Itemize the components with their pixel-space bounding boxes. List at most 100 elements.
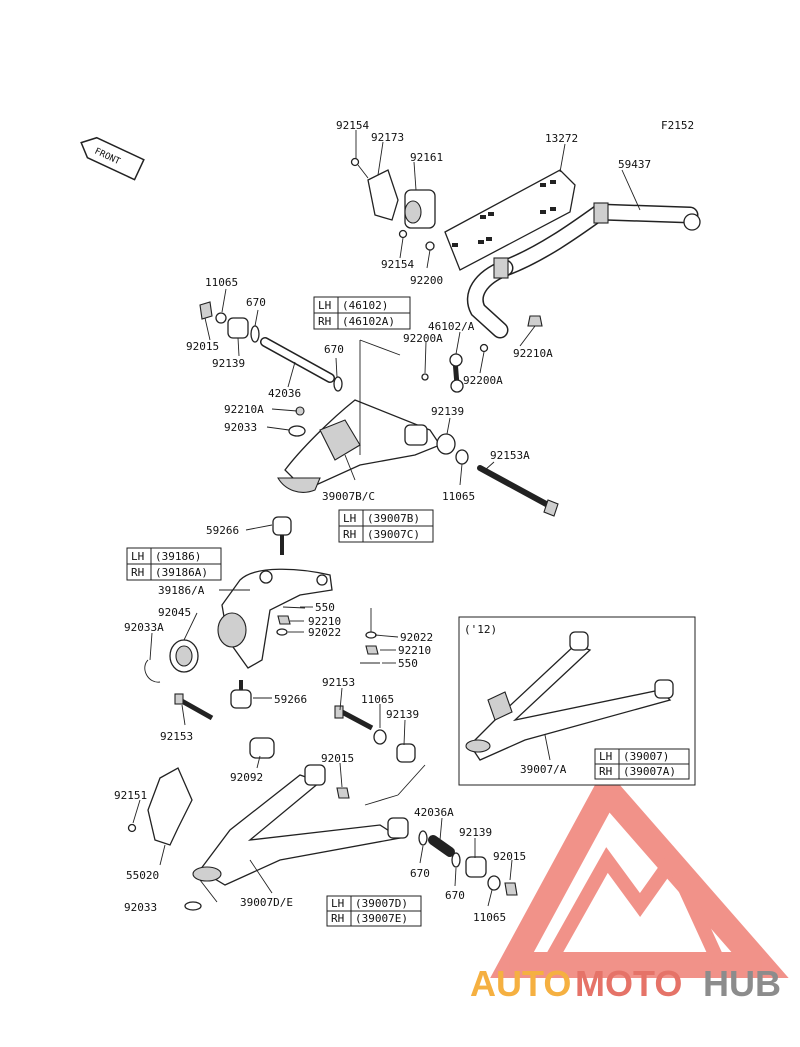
callout-92210-left: 92210 xyxy=(308,615,341,628)
callout-670-lower-right: 670 xyxy=(445,889,465,902)
callout-92200: 92200 xyxy=(410,274,443,287)
leader-lines xyxy=(132,130,641,907)
lh-rh-table-39007d: LH (39007D) RH (39007E) xyxy=(326,895,422,927)
callout-92022-left: 92022 xyxy=(308,626,341,639)
callout-11065-mid: 11065 xyxy=(361,693,394,706)
callout-11065-upper: 11065 xyxy=(442,490,475,503)
watermark-hub: HUB xyxy=(703,963,781,1004)
inset-a-arm xyxy=(465,631,674,761)
callout-39007bc: 39007B/C xyxy=(322,490,375,503)
callout-92200a-left: 92200A xyxy=(403,332,443,345)
callout-59437: 59437 xyxy=(618,158,651,171)
callout-59266-lower: 59266 xyxy=(274,693,307,706)
callout-92015-top: 92015 xyxy=(186,340,219,353)
callout-92153a: 92153A xyxy=(490,449,530,462)
callout-92173: 92173 xyxy=(371,131,404,144)
callout-46102a: 46102/A xyxy=(428,320,475,333)
callout-92033: 92033 xyxy=(224,421,257,434)
table-39186-lh-part: (39186) xyxy=(155,550,201,563)
guard-plate xyxy=(127,767,193,846)
callout-92022-right: 92022 xyxy=(400,631,433,644)
table-39007b-lh-label: LH xyxy=(343,512,356,525)
table-39007-lh-part: (39007) xyxy=(623,750,669,763)
bracket-plate xyxy=(444,169,576,271)
watermark-wordmark: AUTO MOTO HUB xyxy=(470,963,781,1004)
lower-a-arm xyxy=(184,764,409,911)
callout-39007de: 39007D/E xyxy=(240,896,293,909)
lower-shaft-parts xyxy=(418,830,518,896)
table-39186-rh-part: (39186A) xyxy=(155,566,208,579)
callout-92033-lower: 92033 xyxy=(124,901,157,914)
callout-labels: 92154 92173 92161 13272 59437 92154 9220… xyxy=(114,119,651,924)
callout-92161: 92161 xyxy=(410,151,443,164)
callout-92151: 92151 xyxy=(114,789,147,802)
knuckle xyxy=(217,568,333,669)
callout-550-left: 550 xyxy=(315,601,335,614)
callout-670-mid: 670 xyxy=(324,343,344,356)
callout-550-right: 550 xyxy=(398,657,418,670)
lh-rh-table-39007: LH (39007) RH (39007A) xyxy=(594,748,690,780)
table-39007d-rh-label: RH xyxy=(331,912,344,925)
table-39007b-lh-part: (39007B) xyxy=(367,512,420,525)
table-46102-rh-label: RH xyxy=(318,315,331,328)
upper-shaft-parts xyxy=(199,301,559,517)
lh-rh-table-39007b: LH (39007B) RH (39007C) xyxy=(338,509,434,543)
callout-92154-top: 92154 xyxy=(336,119,369,132)
callout-39007a: 39007/A xyxy=(520,763,567,776)
table-46102-rh-part: (46102A) xyxy=(342,315,395,328)
callout-55020: 55020 xyxy=(126,869,159,882)
table-39007-rh-label: RH xyxy=(599,765,612,778)
table-39186-lh-label: LH xyxy=(131,550,144,563)
lower-ball-joint xyxy=(230,680,252,709)
figure-code: F2152 xyxy=(661,119,694,132)
lower-mid-bolt xyxy=(334,705,416,799)
lower-left-bolt xyxy=(174,693,275,759)
callout-92045: 92045 xyxy=(158,606,191,619)
lh-rh-table-46102: LH (46102) RH (46102A) xyxy=(313,296,411,330)
callout-92139-lower: 92139 xyxy=(459,826,492,839)
stabilizer-bar xyxy=(466,202,701,339)
table-39007-rh-part: (39007A) xyxy=(623,765,676,778)
upper-a-arm xyxy=(277,399,441,493)
front-arrow-icon: FRONT xyxy=(80,136,145,181)
callout-92139-top: 92139 xyxy=(212,357,245,370)
callout-92033a: 92033A xyxy=(124,621,164,634)
table-39007b-rh-label: RH xyxy=(343,528,356,541)
inset-label: ('12) xyxy=(464,623,497,636)
callout-92139-mid: 92139 xyxy=(386,708,419,721)
callout-42036: 42036 xyxy=(268,387,301,400)
callout-13272: 13272 xyxy=(545,132,578,145)
callout-11065-top: 11065 xyxy=(205,276,238,289)
stabilizer-link xyxy=(421,315,543,393)
callout-670-lower-left: 670 xyxy=(410,867,430,880)
callout-42036a: 42036A xyxy=(414,806,454,819)
callout-11065-lower: 11065 xyxy=(473,911,506,924)
watermark-m-icon xyxy=(541,846,727,969)
hub-bearing xyxy=(144,639,199,683)
callout-92015-lower: 92015 xyxy=(493,850,526,863)
callout-59266-upper: 59266 xyxy=(206,524,239,537)
upper-ball-joint xyxy=(272,516,292,555)
watermark-triangle-icon xyxy=(490,767,789,978)
table-39007-lh-label: LH xyxy=(599,750,612,763)
table-39186-rh-label: RH xyxy=(131,566,144,579)
callout-39186a: 39186/A xyxy=(158,584,205,597)
watermark-auto: AUTO xyxy=(470,963,571,1004)
cotter-nut-washer-set xyxy=(276,606,380,664)
callout-92200a-right: 92200A xyxy=(463,374,503,387)
callout-670-top: 670 xyxy=(246,296,266,309)
table-39007d-rh-part: (39007E) xyxy=(355,912,408,925)
watermark-logo xyxy=(490,767,789,978)
callout-92210-right: 92210 xyxy=(398,644,431,657)
callout-92153-mid: 92153 xyxy=(322,676,355,689)
watermark-moto: MOTO xyxy=(575,963,682,1004)
callout-92092: 92092 xyxy=(230,771,263,784)
callout-92015-mid: 92015 xyxy=(321,752,354,765)
table-39007d-lh-part: (39007D) xyxy=(355,897,408,910)
callout-92210a-right: 92210A xyxy=(513,347,553,360)
callout-92210a-left: 92210A xyxy=(224,403,264,416)
table-39007d-lh-label: LH xyxy=(331,897,344,910)
clamp-bushing xyxy=(350,157,436,251)
table-46102-lh-label: LH xyxy=(318,299,331,312)
